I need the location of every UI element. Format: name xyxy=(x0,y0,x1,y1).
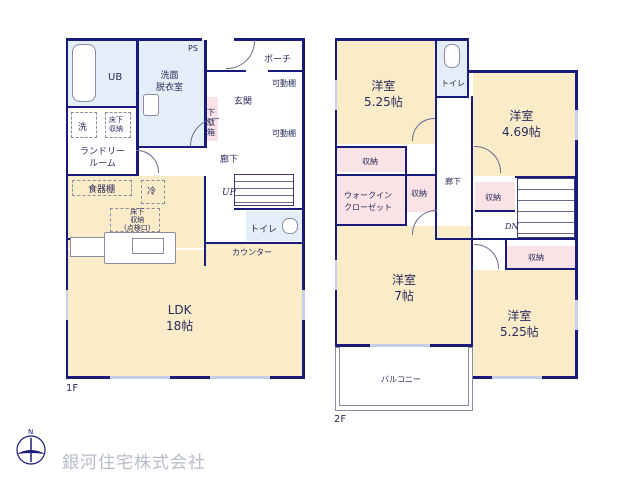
room-laundry xyxy=(68,108,136,174)
stairs-2f[interactable] xyxy=(517,178,575,238)
hallway-2f xyxy=(437,98,473,240)
washer-space xyxy=(71,112,97,138)
label-underfloor: 床下 収納 xyxy=(109,116,123,133)
balcony-inner xyxy=(339,347,469,406)
label-bedroom-4: 洋室 5.25帖 xyxy=(500,309,539,339)
room-porch xyxy=(208,40,302,70)
label-stairs-down: DN xyxy=(505,222,519,231)
label-washer: 洗 xyxy=(78,123,88,133)
room-entrance xyxy=(208,72,302,146)
label-shoe-box: 下 駄 箱 xyxy=(207,108,215,137)
underfloor-storage-2 xyxy=(110,208,160,232)
label-bedroom-1: 洋室 5.25帖 xyxy=(364,79,403,109)
label-toilet-1f: トイレ xyxy=(250,225,278,235)
toilet-fixture-1f xyxy=(282,218,298,234)
storage-3 xyxy=(475,182,515,210)
label-porch: ポーチ xyxy=(264,55,292,65)
label-stairs-up: UP xyxy=(222,188,236,198)
label-hallway-1f: 廊下 xyxy=(220,155,239,165)
sink xyxy=(143,94,159,116)
label-entrance: 玄関 xyxy=(234,97,253,107)
label-movable-shelf-top: 可動棚 xyxy=(272,79,296,88)
label-counter: カウンター xyxy=(232,248,272,257)
label-underfloor-2: 床下 収納 (点検口) xyxy=(124,208,151,232)
walk-in-closet xyxy=(337,176,405,224)
storage-1 xyxy=(337,148,405,172)
label-washroom: 洗面 脱衣室 xyxy=(156,71,184,93)
floor-label-1f: 1F xyxy=(66,383,79,394)
label-fridge: 冷 xyxy=(147,187,157,197)
room-bedroom-3 xyxy=(337,226,471,344)
label-ub: UB xyxy=(108,72,123,83)
fridge-space xyxy=(141,180,165,204)
label-toilet-2f: トイレ xyxy=(441,79,465,88)
label-bedroom-2: 洋室 4.69帖 xyxy=(502,109,541,139)
label-walk-in-closet: ウォークイン クローゼット xyxy=(344,191,392,212)
label-hallway-2f: 廊下 xyxy=(445,177,461,186)
label-storage-2: 収納 xyxy=(411,189,427,198)
compass-icon xyxy=(16,435,46,465)
kitchen-sink xyxy=(132,238,164,254)
stove xyxy=(70,237,106,257)
label-storage-4: 収納 xyxy=(528,253,544,262)
cupboard xyxy=(72,180,132,196)
underfloor-storage xyxy=(105,112,131,138)
storage-2 xyxy=(407,176,435,212)
label-ps: PS xyxy=(188,44,198,53)
label-balcony: バルコニー xyxy=(381,375,421,384)
room-ldk xyxy=(68,250,302,376)
label-laundry: ランドリー ルーム xyxy=(80,147,126,169)
room-bedroom-4 xyxy=(473,270,575,376)
compass-north-label: N xyxy=(28,428,34,436)
label-movable-shelf-bottom: 可動棚 xyxy=(272,129,296,138)
storage-4 xyxy=(507,246,575,268)
label-ldk: LDK 18帖 xyxy=(166,303,194,333)
label-storage-3: 収納 xyxy=(485,193,501,202)
label-bedroom-3: 洋室 7帖 xyxy=(392,273,417,303)
label-storage-1: 収納 xyxy=(362,157,378,166)
stairs-1f[interactable] xyxy=(234,174,294,206)
label-cupboard: 食器棚 xyxy=(88,185,116,195)
toilet-fixture-2f xyxy=(444,44,460,68)
floor-label-2f: 2F xyxy=(334,414,347,425)
company-name: 銀河住宅株式会社 xyxy=(62,453,206,473)
compass: N xyxy=(14,428,48,466)
bathtub xyxy=(72,44,96,102)
